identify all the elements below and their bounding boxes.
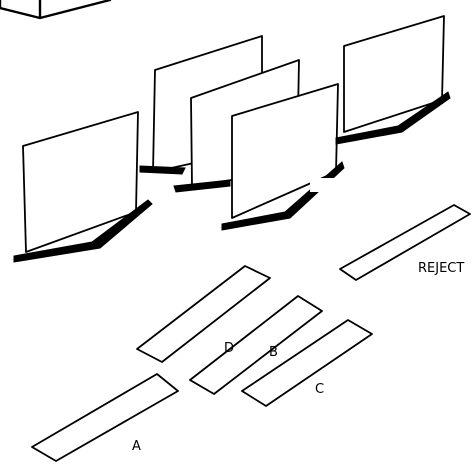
label-reject: REJECT xyxy=(418,261,464,276)
box-corner xyxy=(0,0,110,18)
sorting-panel-left xyxy=(14,112,152,262)
label-d: D xyxy=(224,341,234,356)
label-b: B xyxy=(269,345,278,360)
tile-a xyxy=(32,374,178,461)
label-a: A xyxy=(132,439,141,454)
label-c: C xyxy=(315,382,324,397)
sorting-panel-right xyxy=(336,16,450,144)
